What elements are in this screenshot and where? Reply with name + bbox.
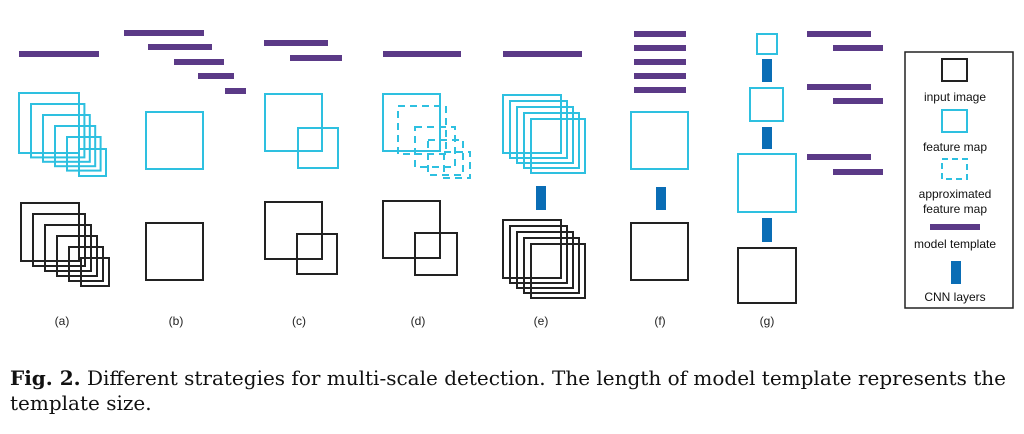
legend-box [904, 51, 1014, 309]
feature-map [18, 92, 80, 154]
approximated-feature-map [414, 126, 456, 168]
label-a: (a) [55, 314, 70, 328]
label-b: (b) [169, 314, 184, 328]
model-template [225, 88, 246, 94]
model-template [290, 55, 342, 61]
feature-map [54, 125, 97, 168]
feature-map [630, 111, 689, 170]
input-image [382, 200, 441, 259]
legend-cnn-layers-swatch [951, 261, 961, 284]
feature-map [749, 87, 784, 122]
legend-approx-feature-map-swatch [941, 158, 968, 180]
feature-map [509, 100, 568, 159]
caption-lead: Fig. 2. [10, 366, 81, 390]
feature-map [530, 118, 586, 174]
cnn-layers [656, 187, 666, 210]
legend-model-template-swatch [930, 224, 980, 230]
input-image [516, 231, 574, 289]
figure-caption: Fig. 2. Different strategies for multi-s… [10, 366, 1020, 416]
legend-approx-label-2: feature map [923, 202, 987, 216]
legend-model-template-label: model template [914, 237, 996, 251]
model-template [383, 51, 461, 57]
input-image [509, 225, 568, 284]
feature-map [30, 103, 86, 159]
label-c: (c) [292, 314, 306, 328]
feature-map [145, 111, 204, 170]
model-template [174, 59, 224, 65]
model-template [634, 45, 686, 51]
legend-feature-map-swatch [941, 109, 968, 133]
model-template [198, 73, 234, 79]
cnn-layers [536, 186, 546, 210]
approximated-feature-map [397, 105, 447, 155]
input-image [414, 232, 458, 276]
model-template [807, 154, 871, 160]
legend-feature-map-label: feature map [923, 140, 987, 154]
input-image [56, 235, 98, 277]
model-template [634, 87, 686, 93]
model-template [19, 51, 99, 57]
input-image [80, 257, 110, 287]
cnn-layers [762, 218, 772, 242]
approximated-feature-map [427, 139, 464, 176]
legend-input-image-label: input image [924, 90, 986, 104]
input-image [32, 213, 86, 267]
model-template [807, 31, 871, 37]
label-e: (e) [534, 314, 549, 328]
model-template [833, 169, 883, 175]
legend-input-image-swatch [941, 58, 968, 82]
input-image [68, 246, 104, 282]
feature-map [66, 136, 102, 172]
model-template [634, 31, 686, 37]
diagram-shapes [18, 30, 883, 304]
model-template [807, 84, 871, 90]
feature-map [516, 106, 574, 164]
feature-map [78, 148, 107, 177]
feature-map [737, 153, 797, 213]
feature-map [756, 33, 778, 55]
input-image [737, 247, 797, 304]
caption-text: Different strategies for multi-scale det… [10, 366, 1006, 415]
label-g: (g) [760, 314, 775, 328]
model-template [503, 51, 582, 57]
model-template [148, 44, 212, 50]
legend: input image feature map approximated fea… [904, 51, 1014, 309]
cnn-layers [762, 127, 772, 149]
cnn-layers [762, 59, 772, 82]
label-f: (f) [654, 314, 665, 328]
legend-cnn-layers-label: CNN layers [924, 290, 985, 304]
model-template [634, 73, 686, 79]
feature-map [382, 93, 441, 152]
input-image [145, 222, 204, 281]
input-image [530, 243, 586, 299]
input-image [296, 233, 338, 275]
approximated-feature-map [443, 151, 471, 179]
model-template [264, 40, 328, 46]
feature-map [264, 93, 323, 152]
feature-map [523, 112, 580, 169]
input-image [630, 222, 689, 281]
model-template [833, 45, 883, 51]
input-image [20, 202, 80, 262]
label-d: (d) [411, 314, 426, 328]
feature-map [297, 127, 339, 169]
input-image [264, 201, 323, 260]
model-template [833, 98, 883, 104]
legend-approx-label-1: approximated [919, 187, 992, 201]
model-template [124, 30, 204, 36]
model-template [634, 59, 686, 65]
input-image [523, 237, 580, 294]
figure-diagram: (a) (b) (c) (d) (e) (f) (g) input image … [18, 30, 1014, 328]
